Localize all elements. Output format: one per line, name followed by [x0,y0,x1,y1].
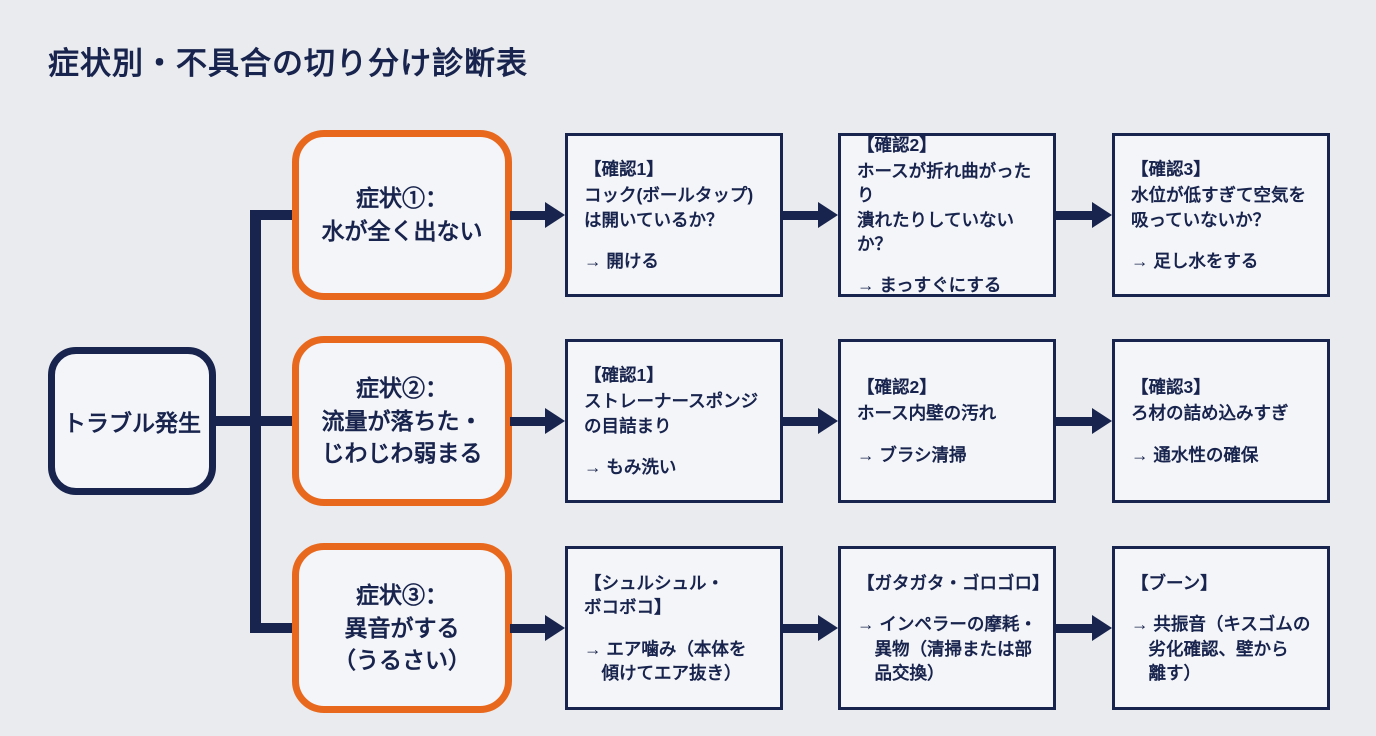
symptom-1-node: 症状①： 水が全く出ない [292,130,512,300]
check-3-1: 【シュルシュル・ ボコボコ】 → エア噛み（本体を 傾けてエア抜き） [565,546,783,710]
check-3-1-action: → エア噛み（本体を 傾けてエア抜き） [584,638,747,683]
check-1-1: 【確認1】 コック(ボールタップ) は開いているか？ → 開ける [565,133,783,297]
check-3-2: 【ガタガタ・ゴロゴロ】 → インペラーの摩耗・ 異物（清掃または部 品交換） [838,546,1056,710]
arrow-shaft [1054,210,1092,220]
arrow-shaft [781,623,818,633]
arrow-shaft [510,416,545,426]
connector-trunk-vertical [250,210,261,633]
check-2-3-action: → 通水性の確保 [1131,444,1259,465]
symptom-3-label: 症状③： 異音がする （うるさい） [333,582,471,674]
check-1-2-body: ホースが折れ曲がったり 潰れたりしていないか？ [857,161,1032,254]
arrow-head [1092,202,1112,228]
page-title: 症状別・不具合の切り分け診断表 [48,46,528,81]
check-2-3-body: ろ材の詰め込みすぎ [1131,403,1289,424]
arrow-head [545,408,565,434]
check-3-3: 【ブーン】 → 共振音（キスゴムの 劣化確認、壁から 離す） [1112,546,1330,710]
check-1-1-body: コック(ボールタップ) は開いているか？ [584,185,754,230]
arrow-shaft [510,623,545,633]
check-3-3-heading: 【ブーン】 [1131,573,1218,594]
check-3-1-heading: 【シュルシュル・ ボコボコ】 [584,573,724,618]
root-node-label: トラブル発生 [63,410,201,436]
arrow-shaft [781,416,818,426]
symptom-3-node: 症状③： 異音がする （うるさい） [292,543,512,713]
check-2-1-body: ストレーナースポンジ の目詰まり [584,391,759,436]
arrow-head [545,202,565,228]
check-3-3-action: → 共振音（キスゴムの 劣化確認、壁から 離す） [1131,614,1311,683]
check-1-3: 【確認3】 水位が低すぎて空気を 吸っていないか？ → 足し水をする [1112,133,1330,297]
connector-branch-symptom1 [250,210,294,220]
connector-branch-symptom3 [250,623,294,633]
arrow-right-icon [1054,408,1112,434]
arrow-right-icon [510,615,565,641]
check-1-2-heading: 【確認2】 [857,135,937,156]
check-2-3-heading: 【確認3】 [1131,377,1211,398]
check-2-1-action: → もみ洗い [584,456,677,477]
arrow-shaft [781,210,818,220]
check-1-3-body: 水位が低すぎて空気を 吸っていないか？ [1131,185,1306,230]
arrow-right-icon [781,202,838,228]
check-1-3-heading: 【確認3】 [1131,159,1211,180]
check-1-1-heading: 【確認1】 [584,159,664,180]
check-1-2: 【確認2】 ホースが折れ曲がったり 潰れたりしていないか？ → まっすぐにする [838,133,1056,297]
check-3-2-action: → インペラーの摩耗・ 異物（清掃または部 品交換） [857,614,1037,683]
check-1-1-action: → 開ける [584,250,659,271]
arrow-head [545,615,565,641]
arrow-right-icon [510,202,565,228]
check-2-2: 【確認2】 ホース内壁の汚れ → ブラシ清掃 [838,339,1056,503]
symptom-2-node: 症状②： 流量が落ちた・ じわじわ弱まる [292,336,512,506]
arrow-shaft [1054,623,1092,633]
check-1-3-action: → 足し水をする [1131,250,1259,271]
check-2-3: 【確認3】 ろ材の詰め込みすぎ → 通水性の確保 [1112,339,1330,503]
arrow-head [818,202,838,228]
symptom-2-label: 症状②： 流量が落ちた・ じわじわ弱まる [321,375,483,467]
check-2-2-body: ホース内壁の汚れ [857,403,997,424]
check-2-1: 【確認1】 ストレーナースポンジ の目詰まり → もみ洗い [565,339,783,503]
symptom-1-label: 症状①： 水が全く出ない [321,185,483,244]
check-1-2-action: → まっすぐにする [857,274,1002,295]
arrow-head [818,408,838,434]
arrow-shaft [510,210,545,220]
arrow-right-icon [510,408,565,434]
check-2-1-heading: 【確認1】 [584,365,664,386]
arrow-right-icon [1054,202,1112,228]
check-2-2-heading: 【確認2】 [857,377,937,398]
arrow-head [818,615,838,641]
arrow-right-icon [781,408,838,434]
arrow-right-icon [781,615,838,641]
arrow-shaft [1054,416,1092,426]
check-3-2-heading: 【ガタガタ・ゴロゴロ】 [857,573,1050,594]
root-node-trouble: トラブル発生 [48,347,216,495]
arrow-right-icon [1054,615,1112,641]
arrow-head [1092,408,1112,434]
arrow-head [1092,615,1112,641]
check-2-2-action: → ブラシ清掃 [857,444,967,465]
